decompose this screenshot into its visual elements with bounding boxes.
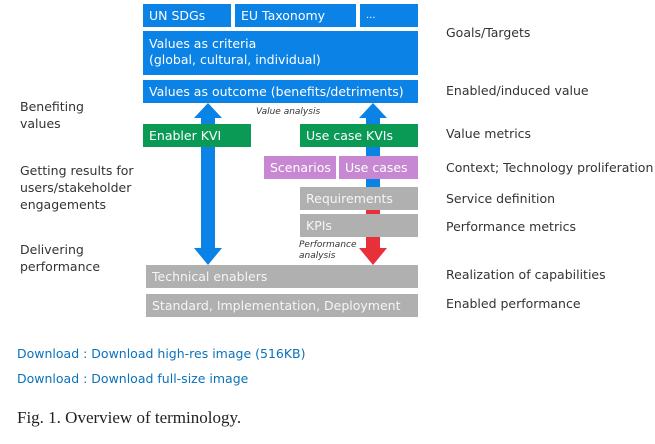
requirements-label: Requirements [306,190,393,206]
left-label-line: users/stakeholder [20,180,132,195]
right-label-context: Context; Technology proliferation [446,160,654,175]
standard-implementation-box: Standard, Implementation, Deployment [146,294,418,317]
performance-analysis-line2: analysis [299,251,336,261]
values-criteria-line2: (global, cultural, individual) [149,52,321,67]
kpis-box: KPIs [300,214,418,237]
un-sdgs-label: UN SDGs [149,7,206,23]
standard-implementation-label: Standard, Implementation, Deployment [152,297,401,313]
performance-analysis-note: Performance analysis [299,240,357,262]
use-cases-label: Use cases [345,159,408,175]
right-label-performance-metrics: Performance metrics [446,219,576,234]
right-label-value-metrics: Value metrics [446,126,532,141]
left-label-line: values [20,116,61,131]
right-label-service-definition: Service definition [446,191,556,206]
left-label-line: Benefiting [20,99,84,114]
requirements-box: Requirements [300,187,418,210]
un-sdgs-box: UN SDGs [143,4,231,27]
left-label-delivering: Delivering performance [20,241,100,275]
values-criteria-box: Values as criteria (global, cultural, in… [143,31,418,75]
technical-enablers-label: Technical enablers [152,268,268,284]
scenarios-label: Scenarios [270,159,331,175]
right-label-enabled-performance: Enabled performance [446,296,581,311]
left-label-line: Delivering [20,242,84,257]
download-high-res-link[interactable]: Download : Download high-res image (516K… [17,346,306,361]
scenarios-box: Scenarios [264,156,336,179]
right-label-enabled-value: Enabled/induced value [446,83,589,98]
value-analysis-note: Value analysis [256,107,321,117]
technical-enablers-box: Technical enablers [146,265,418,288]
left-label-line: Getting results for [20,163,134,178]
use-case-kvis-label: Use case KVIs [306,127,393,143]
right-label-realization: Realization of capabilities [446,267,606,282]
kpis-label: KPIs [306,217,332,233]
eu-taxonomy-box: EU Taxonomy [235,4,356,27]
values-outcome-label: Values as outcome (benefits/detriments) [149,83,404,99]
left-label-benefiting: Benefiting values [20,98,84,132]
enabler-kvi-label: Enabler KVI [149,127,222,143]
more-label: ... [366,9,376,21]
right-label-goals: Goals/Targets [446,25,531,40]
performance-analysis-line1: Performance [299,240,357,250]
more-box: ... [360,4,418,27]
left-label-getting-results: Getting results for users/stakeholder en… [20,162,134,213]
left-label-line: engagements [20,197,107,212]
enabler-kvi-box: Enabler KVI [143,124,251,147]
use-case-kvis-box: Use case KVIs [300,124,418,147]
enabler-double-arrow [194,103,222,265]
values-outcome-box: Values as outcome (benefits/detriments) [143,80,418,103]
eu-taxonomy-label: EU Taxonomy [241,7,326,23]
figure-caption: Fig. 1. Overview of terminology. [17,408,242,427]
left-label-line: performance [20,259,101,274]
download-full-size-link[interactable]: Download : Download full-size image [17,371,249,386]
use-cases-box: Use cases [339,156,418,179]
values-criteria-line1: Values as criteria [149,36,257,51]
